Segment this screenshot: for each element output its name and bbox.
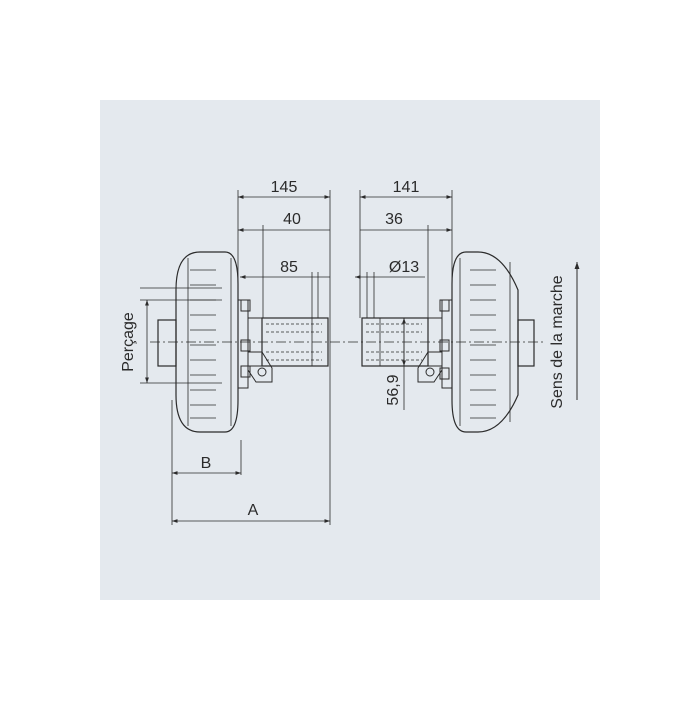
dim-85-label: 85 [280,259,298,276]
dim-569-label: 56,9 [385,374,402,405]
left-brake-drum [175,251,239,433]
right-bolt-mid [439,339,450,352]
right-bolt-top [439,299,450,312]
left-extension-lines [171,190,331,525]
left-hub-cap [157,319,177,367]
right-axle-tube [361,317,429,367]
dim-A-label: A [248,502,259,519]
dim-36-label: 36 [385,211,403,228]
left-bolt-low [240,365,251,378]
percage-label: Perçage [120,312,137,372]
left-bolt-mid [240,339,251,352]
dim-d13-label: Ø13 [389,259,419,276]
right-brake-drum [451,251,519,433]
drawing-panel [100,100,600,600]
dim-B-label: B [201,455,212,472]
left-bolt-top [240,299,251,312]
percage-extension-lines [140,287,222,384]
dim-40-label: 40 [283,211,301,228]
right-hub-cap [517,319,535,367]
direction-label: Sens de la marche [549,275,566,409]
right-wheel-hub [361,251,535,433]
dim-141-label: 141 [393,179,420,196]
left-wheel-hub [157,251,329,433]
left-axle-tube [261,317,329,367]
dim-145-label: 145 [271,179,298,196]
